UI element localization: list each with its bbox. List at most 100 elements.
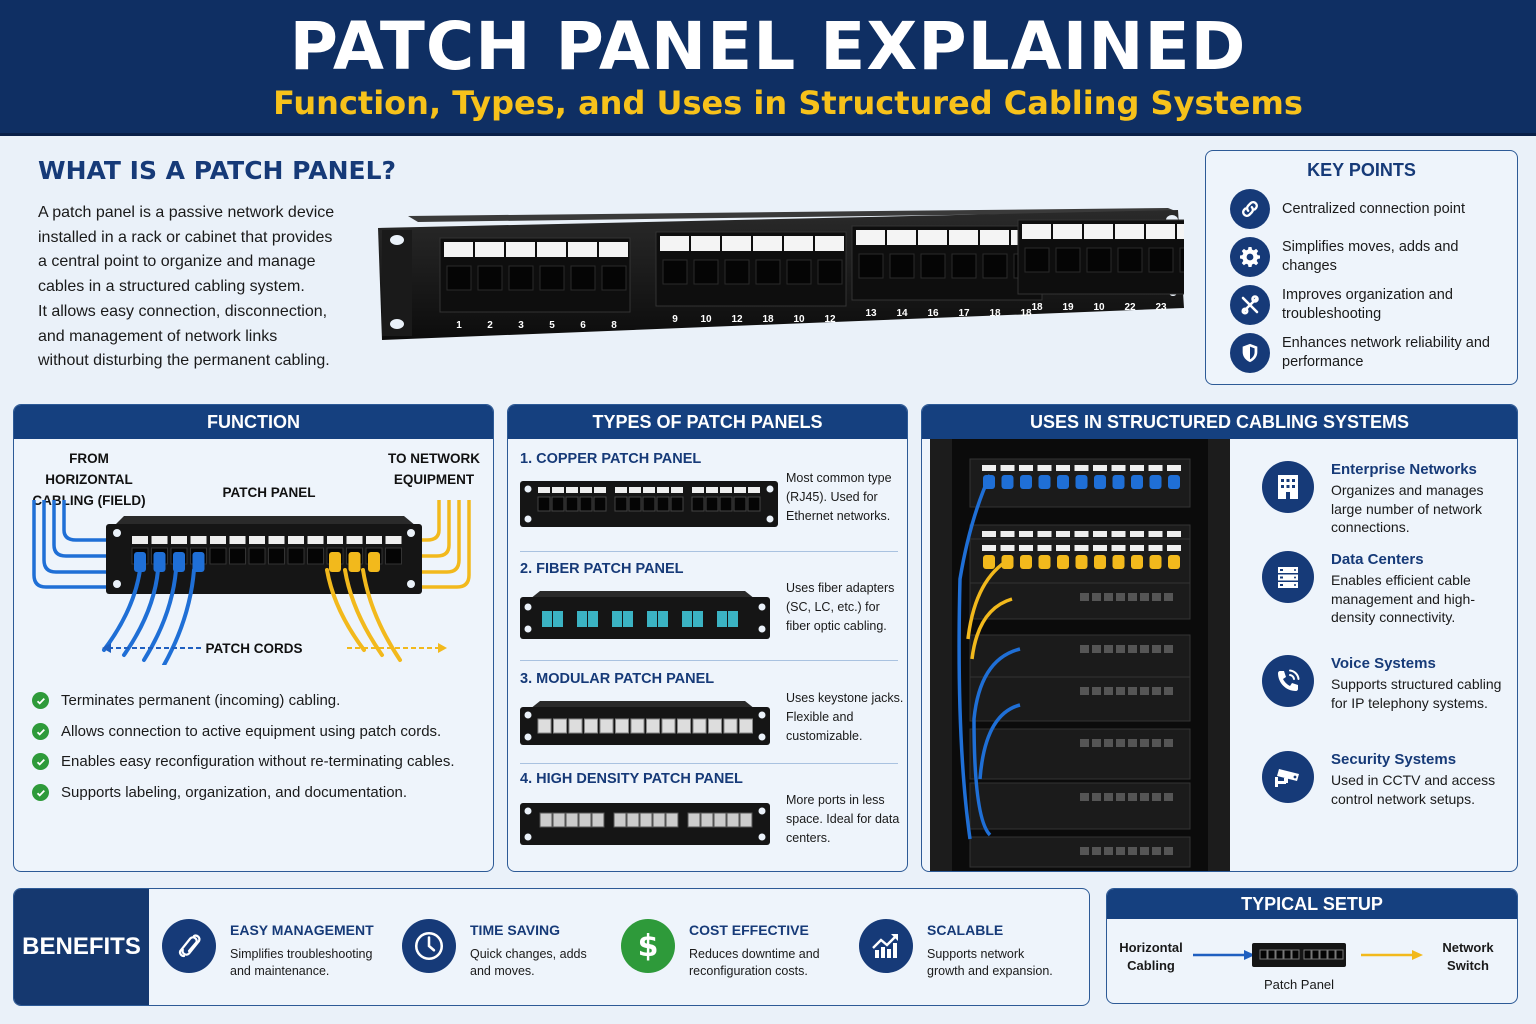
typical-setup-title: TYPICAL SETUP (1107, 889, 1517, 919)
device-port (1080, 847, 1089, 855)
patch-cord-plug (1020, 555, 1032, 569)
intro-heading: WHAT IS A PATCH PANEL? (38, 156, 396, 185)
type-desc: Most common type (RJ45). Used for Ethern… (786, 471, 892, 523)
fiber-adapter (728, 611, 738, 627)
function-point: Enables easy reconfiguration without re-… (32, 753, 455, 770)
port-number: 10 (1093, 302, 1105, 313)
shield-icon (1230, 333, 1270, 373)
port-label-strip (1019, 545, 1033, 551)
port-number: 2 (487, 320, 493, 331)
keystone-jack (568, 718, 583, 734)
rj45-port (665, 812, 679, 828)
rj45-port (287, 547, 305, 565)
label-patch-cords: PATCH CORDS (205, 641, 303, 656)
port-label-strip (720, 487, 732, 493)
key-point-item: Centralized connection point (1230, 189, 1502, 229)
device-port (1092, 645, 1101, 653)
fiber-adapter (542, 611, 552, 627)
port-label-strip (982, 531, 996, 537)
port-label-strip (1130, 545, 1144, 551)
port-label-strip (599, 242, 628, 257)
port-label-strip (1084, 224, 1113, 239)
port-label-strip (949, 230, 978, 245)
gear-icon (1230, 237, 1270, 277)
fiber-adapter (717, 611, 727, 627)
port-number: 18 (989, 308, 1001, 319)
port-label-strip (1037, 465, 1052, 471)
benefit-heading: EASY MANAGEMENT (230, 922, 374, 938)
type-fiber: 2. FIBER PATCH PANEL Uses fiber adapters… (520, 561, 898, 639)
type-copper: 1. COPPER PATCH PANEL Most common type (… (520, 451, 898, 527)
copper-panel-image (520, 481, 778, 527)
port-number: 18 (1020, 308, 1032, 319)
port-label-strip (1074, 531, 1089, 537)
keystone-jack (646, 718, 660, 734)
port-number: 10 (700, 314, 712, 325)
use-heading: Security Systems (1331, 751, 1457, 768)
rj45-port (578, 812, 592, 828)
rj45-port (552, 812, 566, 828)
benefit-heading: TIME SAVING (470, 922, 560, 938)
intro-line: installed in a rack or cabinet that prov… (38, 228, 333, 246)
patch-cord-plug (173, 552, 185, 572)
building-icon (1262, 461, 1314, 513)
patch-cord-plug (1094, 475, 1106, 489)
device-port (1128, 593, 1137, 601)
port-number: 12 (824, 314, 836, 325)
patch-cord-plug (1168, 475, 1180, 489)
growth-chart-icon (859, 919, 913, 973)
port-label-strip (815, 236, 844, 251)
device-port (1116, 645, 1125, 653)
patch-cord-plug (1149, 475, 1162, 489)
keystone-jack (692, 718, 707, 734)
port-label-strip (706, 487, 718, 493)
port-label-strip (288, 536, 304, 544)
key-points-box: KEY POINTS Centralized connection point … (1205, 150, 1518, 385)
port-label-strip (249, 536, 265, 544)
port-label-strip (671, 487, 683, 493)
rack-unit (969, 728, 1191, 780)
port-label-strip (1177, 224, 1184, 239)
port-label-strip (1037, 531, 1052, 537)
device-port (1128, 793, 1137, 801)
rj45-port (1311, 949, 1320, 960)
rj45-port (1086, 247, 1112, 273)
key-point-text: Centralized connection point (1282, 200, 1465, 217)
page-subtitle: Function, Types, and Uses in Structured … (273, 84, 1303, 122)
intro-paragraph: A patch panel is a passive network devic… (38, 201, 368, 374)
port-label-strip (385, 536, 402, 544)
port-label-strip (346, 536, 363, 544)
use-desc: Used in CCTV and access control network … (1331, 772, 1496, 807)
keystone-jack (677, 718, 691, 734)
server-icon (1262, 551, 1314, 603)
type-modular: 3. MODULAR PATCH PANEL Uses keystone jac… (520, 671, 903, 745)
typical-setup-box: TYPICAL SETUP Horizontal Cabling Network… (1106, 888, 1518, 1004)
device-port (1080, 793, 1089, 801)
port-label-strip (982, 545, 996, 551)
link-icon (162, 919, 216, 973)
high-density-panel-image (520, 803, 770, 845)
device-port (1152, 847, 1161, 855)
arrow-right-yellow-icon (1361, 950, 1423, 960)
port-number: 22 (1124, 302, 1136, 313)
patch-cord-plug (1075, 555, 1088, 569)
rj45-port (628, 496, 642, 512)
type-heading: 1. COPPER PATCH PANEL (520, 451, 702, 467)
rack-unit (969, 676, 1191, 722)
phone-icon (1262, 655, 1314, 707)
rj45-port (1303, 949, 1312, 960)
rj45-port (670, 496, 684, 512)
patch-cord-plug (1094, 555, 1106, 569)
port-label-strip (615, 487, 627, 493)
port-label-strip (307, 536, 324, 544)
rj45-port (889, 253, 915, 279)
rj45-port (268, 547, 285, 565)
type-high-density: 4. HIGH DENSITY PATCH PANEL More ports i… (520, 771, 899, 845)
key-point-item: Enhances network reliability and perform… (1230, 333, 1502, 373)
device-port (1140, 593, 1149, 601)
patch-cord-plug (1075, 475, 1088, 489)
device-port (1164, 645, 1173, 653)
device-port (1104, 687, 1113, 695)
